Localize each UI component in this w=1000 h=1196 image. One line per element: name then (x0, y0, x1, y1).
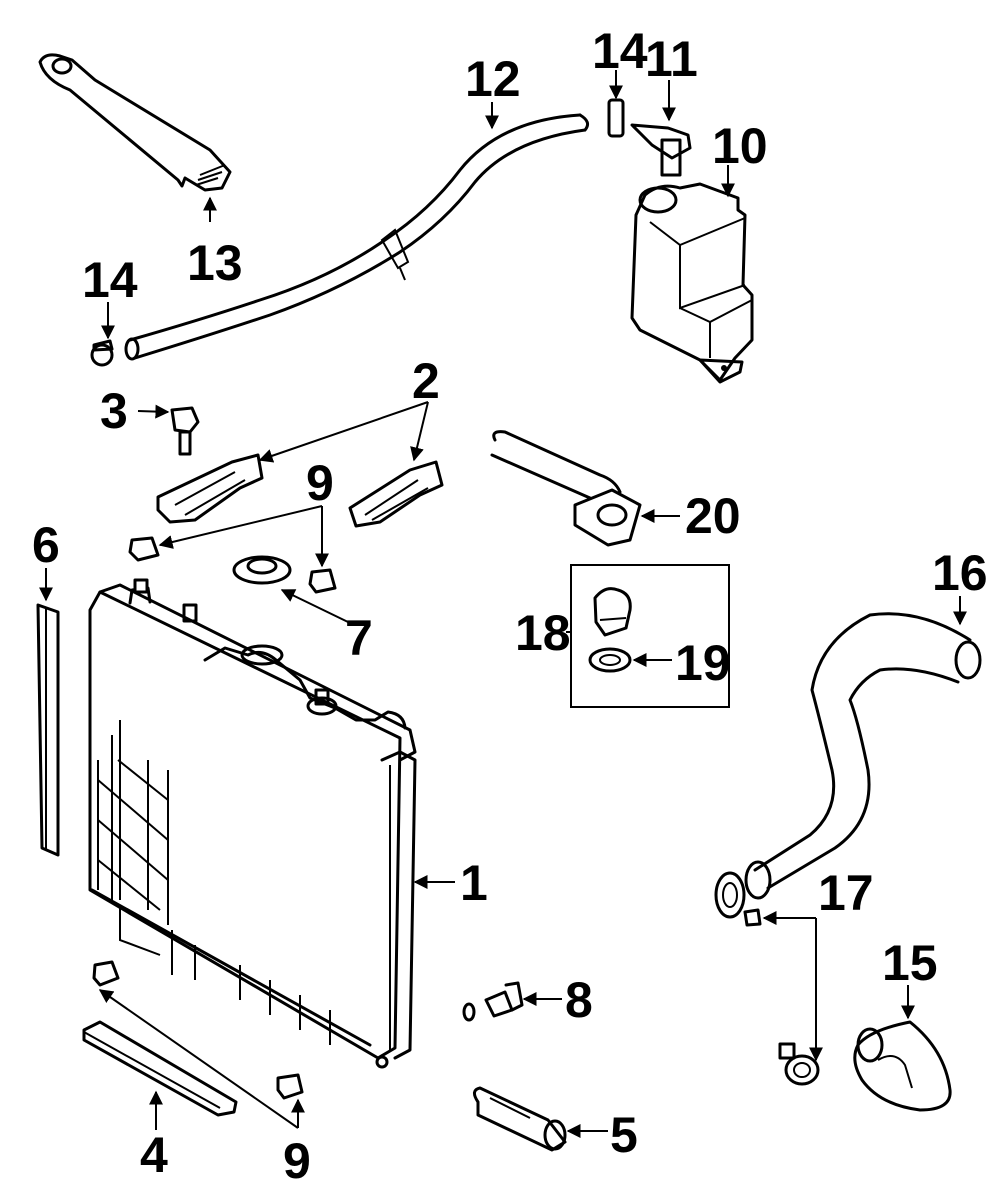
callout-16: 16 (932, 545, 988, 601)
callout-17: 17 (818, 865, 874, 921)
part-9-insulator-upper-left[interactable] (128, 536, 160, 562)
part-6-side-seal[interactable] (36, 603, 60, 857)
callout-11: 11 (645, 31, 698, 87)
leader-2a (258, 401, 429, 463)
callout-1: 1 (460, 855, 488, 911)
callout-15: 15 (882, 935, 938, 991)
leader-3 (137, 404, 170, 419)
part-10-reservoir-tank[interactable] (630, 182, 754, 384)
part-20-water-outlet[interactable] (490, 430, 642, 547)
leader-7 (280, 589, 349, 623)
part-9-insulator-lower-right[interactable] (276, 1073, 304, 1100)
callout-8: 8 (565, 972, 593, 1028)
part-14-hose-clamp-left[interactable] (90, 339, 114, 367)
part-11-reservoir-cap[interactable] (630, 123, 692, 177)
callout-9a: 9 (306, 455, 334, 511)
leader-9c (98, 989, 299, 1129)
callout-14a: 14 (82, 252, 138, 308)
part-9-insulator-lower-left[interactable] (92, 960, 120, 987)
callout-18: 18 (515, 605, 571, 661)
part-15-lower-hose[interactable] (853, 1020, 952, 1112)
callout-20: 20 (685, 488, 741, 544)
part-4-lower-support-pad[interactable] (82, 1020, 238, 1117)
part-7-radiator-cap[interactable] (232, 555, 292, 585)
part-18-thermostat[interactable] (593, 587, 632, 637)
callout-9b: 9 (283, 1133, 311, 1189)
callout-6: 6 (32, 517, 60, 573)
callout-2: 2 (412, 353, 440, 409)
callout-3: 3 (100, 383, 128, 439)
part-17-hose-clamp-lower[interactable] (778, 1042, 820, 1086)
callout-10: 10 (712, 118, 768, 174)
part-5-lower-hose-sleeve[interactable] (473, 1086, 567, 1152)
part-1-radiator[interactable] (88, 578, 417, 1069)
leader-2b (410, 401, 429, 462)
part-17-hose-clamp-upper[interactable] (714, 871, 762, 927)
callout-12: 12 (465, 51, 521, 107)
callout-5: 5 (610, 1107, 638, 1163)
part-3-bolt[interactable] (170, 406, 200, 456)
callout-7: 7 (345, 610, 373, 666)
part-8-drain-plug[interactable] (462, 981, 524, 1022)
part-19-gasket[interactable] (588, 647, 632, 673)
part-2-bracket-right[interactable] (348, 460, 444, 528)
part-2-bracket-left[interactable] (156, 453, 264, 524)
callout-19: 19 (675, 635, 731, 691)
part-12-overflow-hose[interactable] (124, 113, 590, 361)
part-16-upper-hose[interactable] (744, 612, 982, 900)
callout-4: 4 (140, 1127, 168, 1183)
part-18-kit-box (570, 564, 730, 708)
part-14-hose-clamp-top[interactable] (607, 98, 625, 138)
leader-9a (158, 505, 323, 549)
part-9-insulator-upper-right[interactable] (308, 568, 337, 594)
callout-14b: 14 (592, 23, 648, 79)
part-13-support-bar[interactable] (38, 53, 232, 192)
callout-13: 13 (187, 235, 243, 291)
